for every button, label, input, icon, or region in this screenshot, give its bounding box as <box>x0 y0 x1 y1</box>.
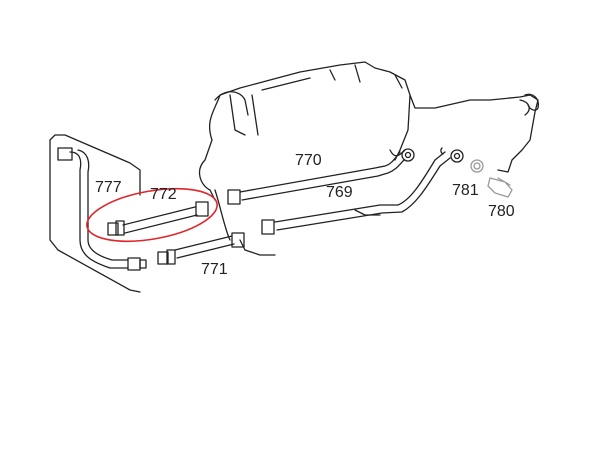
pipe-771 <box>174 235 235 259</box>
eye-769 <box>450 149 464 163</box>
nut-771-left <box>157 251 169 265</box>
nut-777-top <box>57 147 73 161</box>
nut-770-left <box>227 189 241 205</box>
part-label-780[interactable]: 780 <box>488 203 515 220</box>
highlight-ellipse-772 <box>86 187 218 243</box>
part-label-781[interactable]: 781 <box>452 182 479 199</box>
nut-777-end <box>139 259 147 269</box>
nut-772-left <box>107 222 119 236</box>
pipe-770 <box>239 151 405 201</box>
part-label-771[interactable]: 771 <box>201 261 228 278</box>
transmission-outline <box>198 61 539 201</box>
pipe-772 <box>122 206 198 234</box>
nut-772-left2 <box>115 220 125 236</box>
part-label-769[interactable]: 769 <box>326 184 353 201</box>
part-label-777[interactable]: 777 <box>95 179 122 196</box>
bracket-777 <box>49 134 141 293</box>
nut-771-left2 <box>166 249 176 265</box>
eye-770 <box>401 148 415 162</box>
flange-icon <box>524 93 539 111</box>
nut-777-bottom <box>127 257 141 271</box>
nut-769-left <box>261 219 275 235</box>
nut-772-right <box>195 201 209 217</box>
pipe-777 <box>69 149 129 269</box>
washer-781 <box>470 159 484 173</box>
bolt-780 <box>487 177 513 198</box>
part-label-772[interactable]: 772 <box>150 186 177 203</box>
part-label-770[interactable]: 770 <box>295 152 322 169</box>
pipe-769 <box>274 151 451 231</box>
nut-771-right <box>231 232 245 248</box>
